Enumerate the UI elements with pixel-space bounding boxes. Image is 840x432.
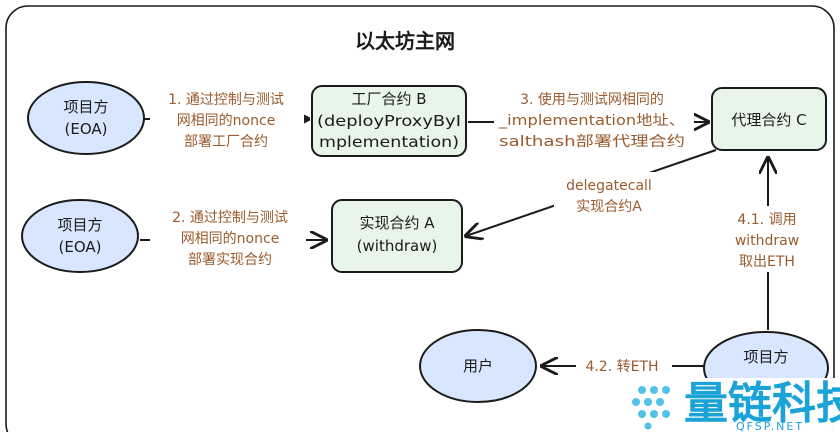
node-owner-bottom-line1: 项目方 [743, 348, 788, 366]
edge-label-4-1-line3: 取出ETH [739, 254, 795, 270]
edge-label-3-line1: 3. 使用与测试网相同的 [520, 91, 664, 108]
node-eoa-mid: 项目方 (EOA) [21, 199, 139, 273]
watermark-name: 量链科技 [684, 378, 840, 429]
node-eoa-mid-line1: 项目方 [57, 216, 102, 234]
edge-label-delegate: delegatecall 实现合约A [554, 172, 664, 216]
edge-label-1-line3: 部署工厂合约 [184, 134, 268, 150]
diagram-title: 以太坊主网 [355, 29, 455, 53]
node-impl-a-line1: 实现合约 A [359, 214, 435, 232]
edge-label-2: 2. 通过控制与测试 网相同的nonce 部署实现合约 [150, 204, 306, 270]
node-eoa-top-line1: 项目方 [63, 98, 108, 116]
edge-label-4-2: 4.2. 转ETH [576, 356, 672, 376]
watermark-logo-icon [632, 386, 670, 430]
edge-label-2-line2: 网相同的nonce [181, 231, 280, 247]
edge-label-1-line2: 网相同的nonce [177, 113, 276, 129]
watermark-domain: QFSP.NET [736, 420, 804, 432]
watermark: 量链科技 QFSP.NET [620, 378, 840, 432]
node-eoa-mid-line2: (EOA) [59, 238, 102, 256]
edge-label-delegate-line1: delegatecall [566, 178, 652, 194]
node-eoa-top-line2: (EOA) [65, 120, 108, 138]
edge-label-3-line2: _implementation地址、 [498, 113, 685, 129]
edge-label-3: 3. 使用与测试网相同的 _implementation地址、 salthash… [494, 86, 694, 152]
edge-label-3-line3: salthash部署代理合约 [499, 134, 685, 150]
node-user: 用户 [419, 329, 537, 403]
edge-label-4-1: 4.1. 调用 withdraw 取出ETH [724, 206, 810, 272]
edge-label-4-2-line1: 4.2. 转ETH [585, 359, 658, 375]
edge-label-delegate-line2: 实现合约A [576, 199, 642, 215]
node-impl-a: 实现合约 A (withdraw) [331, 199, 463, 273]
edge-label-1-line1: 1. 通过控制与测试 [168, 92, 284, 108]
node-factory-b-line1: 工厂合约 B [351, 90, 426, 108]
edge-label-2-line1: 2. 通过控制与测试 [172, 210, 288, 226]
node-factory-b: 工厂合约 B (deployProxyByI mplementation) [311, 85, 467, 157]
edge-label-2-line3: 部署实现合约 [188, 252, 272, 268]
node-proxy-c: 代理合约 C [711, 87, 827, 151]
node-factory-b-line2: (deployProxyByI [317, 112, 461, 130]
edge-label-1: 1. 通过控制与测试 网相同的nonce 部署工厂合约 [150, 86, 304, 152]
edge-label-4-1-line1: 4.1. 调用 [737, 212, 796, 228]
node-eoa-top: 项目方 (EOA) [27, 81, 145, 155]
node-factory-b-line3: mplementation) [319, 133, 459, 151]
mainnet-frame [5, 5, 835, 432]
node-proxy-c-line1: 代理合约 C [731, 111, 806, 129]
edge-label-4-1-line2: withdraw [735, 233, 799, 249]
node-impl-a-line2: (withdraw) [357, 237, 438, 255]
node-user-line1: 用户 [463, 357, 493, 375]
